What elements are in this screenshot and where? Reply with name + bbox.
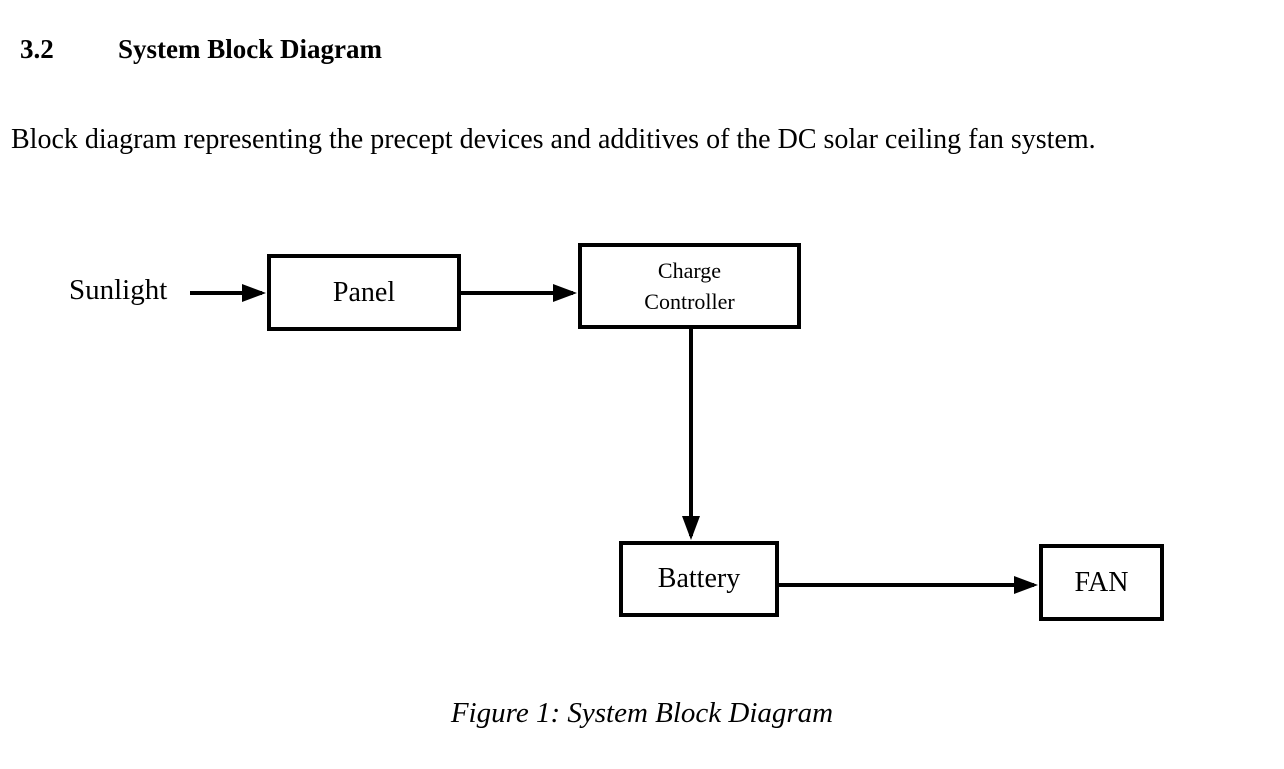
charge-controller-label-line1: Charge bbox=[657, 258, 722, 283]
section-title: System Block Diagram bbox=[118, 34, 382, 64]
sunlight-label: Sunlight bbox=[69, 274, 168, 306]
battery-node: Battery bbox=[619, 541, 779, 617]
panel-node: Panel bbox=[267, 254, 461, 331]
fan-node: FAN bbox=[1039, 544, 1164, 621]
charge-controller-label: Charge Controller bbox=[644, 255, 734, 317]
figure-caption: Figure 1: System Block Diagram bbox=[450, 697, 834, 729]
body-paragraph: Block diagram representing the precept d… bbox=[11, 124, 1096, 155]
charge-controller-node: Charge Controller bbox=[578, 243, 801, 329]
fan-label: FAN bbox=[1074, 566, 1129, 598]
battery-label: Battery bbox=[657, 563, 741, 594]
charge-controller-label-line2: Controller bbox=[644, 289, 735, 314]
panel-label: Panel bbox=[332, 276, 396, 308]
section-number: 3.2 bbox=[20, 34, 54, 64]
